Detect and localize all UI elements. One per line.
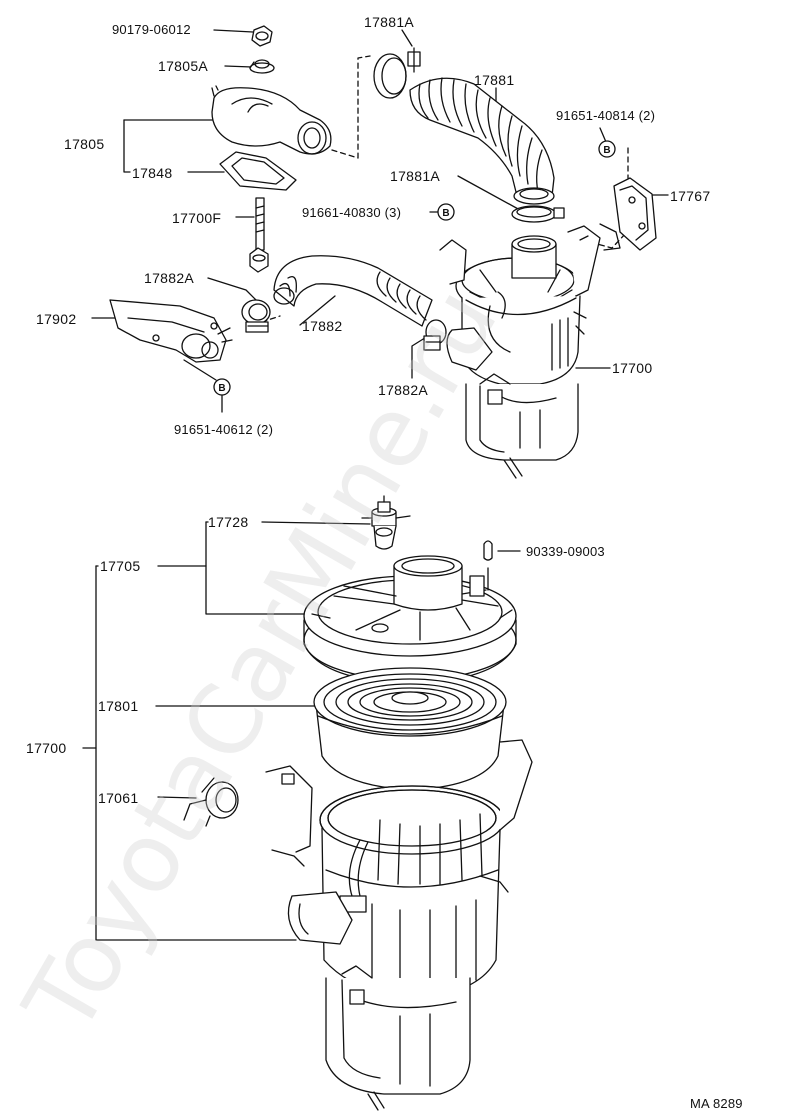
label-17700-top: 17700: [612, 360, 653, 376]
resonator-17805: [211, 85, 332, 155]
label-17882A-top: 17882A: [144, 270, 195, 286]
bracket-17902: [109, 299, 233, 363]
label-17705: 17705: [100, 558, 141, 574]
clamp-17882A-bottom: [423, 319, 447, 351]
housing-17700: [265, 739, 533, 1111]
label-17767: 17767: [670, 188, 711, 204]
label-90179-06012: 90179-06012: [112, 22, 191, 37]
bolt-17700F: [249, 197, 269, 273]
label-91651-40814: 91651-40814 (2): [556, 108, 656, 123]
label-17902: 17902: [36, 311, 77, 327]
label-17882: 17882: [302, 318, 343, 334]
leader-lines: [82, 29, 669, 941]
diagram-code: MA 8289: [690, 1096, 743, 1111]
clamp-17881A-top: [373, 47, 421, 99]
label-17700-main: 17700: [26, 740, 67, 756]
hose-17881: [409, 77, 555, 205]
bolt-symbol-b: B: [603, 145, 610, 156]
label-17061: 17061: [98, 790, 139, 806]
label-17728: 17728: [208, 514, 249, 530]
label-91661-40830: 91661-40830 (3): [302, 205, 402, 220]
filter-element-17801: [313, 667, 507, 791]
label-17882A-bottom: 17882A: [378, 382, 429, 398]
hose-17882: [273, 255, 433, 327]
bolt-symbol-circles: [213, 140, 616, 396]
bolt-symbol-b: B: [442, 208, 449, 219]
valve-17728: [361, 495, 411, 550]
vacuum-motor-17061: [183, 777, 239, 827]
label-91651-40612: 91651-40612 (2): [174, 422, 274, 437]
label-17881A-mid: 17881A: [390, 168, 441, 184]
clamp-17881A-mid: [511, 205, 565, 223]
label-17805A: 17805A: [158, 58, 209, 74]
cap-17705: [303, 555, 517, 685]
label-90339-09003: 90339-09003: [526, 544, 605, 559]
bolt-symbol-b: B: [218, 383, 225, 394]
label-17881: 17881: [474, 72, 515, 88]
label-17700F: 17700F: [172, 210, 222, 226]
clamp-17882A-top: [241, 299, 271, 333]
grommet-17805A: [249, 59, 275, 74]
gasket-17848: [219, 151, 297, 191]
label-17805: 17805: [64, 136, 105, 152]
label-17848: 17848: [132, 165, 173, 181]
label-17881A-top: 17881A: [364, 14, 415, 30]
cap-90339: [483, 540, 493, 561]
label-17801: 17801: [98, 698, 139, 714]
bracket-17767: [599, 177, 657, 251]
air-cleaner-assembly-top: [439, 225, 601, 479]
nut-90179: [251, 25, 273, 47]
